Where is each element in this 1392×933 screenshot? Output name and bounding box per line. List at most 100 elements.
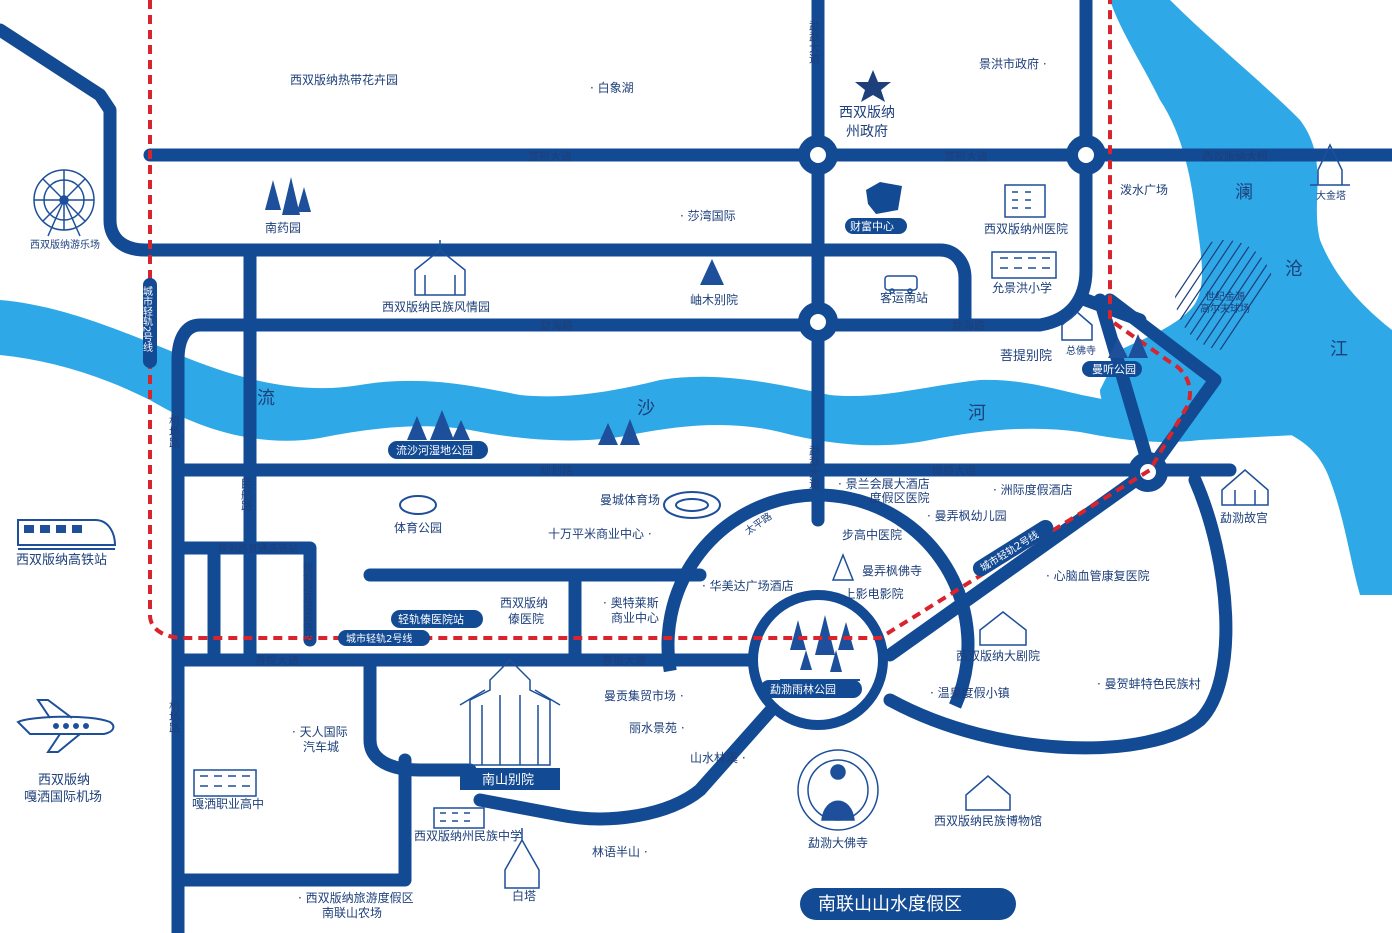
label-wenquan: · 温泉度假小镇 (930, 685, 1010, 700)
pagoda-icon (414, 143, 1350, 889)
rivers (0, 0, 1392, 595)
label-nanshan: 南山别院 (482, 772, 534, 788)
rail-label-b: 城市轻轨2号线 (346, 632, 412, 645)
label-vocational: 嘎洒职业高中 (192, 796, 264, 811)
label-bugao-hospital: 步高中医院 (842, 527, 902, 542)
road-ganlan-label: 橄榄大道 (932, 463, 976, 477)
rail-label-a: 城市轻轨2号线 (141, 286, 153, 353)
label-mangong: 曼贡集贸市场 · (604, 688, 684, 703)
label-manting: 曼听公园 (1092, 363, 1136, 376)
road-xuanwei-east-label: 宣慰大道 (944, 149, 988, 163)
label-pref-gov-1: 西双版纳 (839, 105, 895, 121)
label-tourism-1: · 西双版纳旅游度假区 (298, 890, 414, 905)
road-xuanwei-label: 宣慰大道 (528, 149, 572, 163)
label-mengle-palace: 勐泐故宫 (1220, 510, 1268, 525)
label-poshui: 泼水广场 (1120, 183, 1168, 197)
label-tropical-garden: 西双版纳热带花卉园 (290, 72, 398, 87)
label-manlong-temple: 曼弄枫佛寺 (862, 563, 922, 578)
river-liusha-3: 河 (968, 403, 986, 424)
liusha-river (0, 300, 1392, 446)
label-shanshui: 山水林溪 · (690, 751, 746, 765)
label-museum: 西双版纳民族博物馆 (934, 813, 1042, 828)
label-huameida: · 华美达广场酒店 (702, 579, 794, 593)
label-dajinta: 大金塔 (1316, 189, 1346, 202)
label-minzu-fengqing: 西双版纳民族风情园 (382, 300, 490, 314)
label-dujia-hospital: · 度假区医院 (862, 490, 930, 505)
road-puti-e-label: 菩提大道 (602, 653, 646, 667)
river-lancang-1: 澜 (1235, 182, 1253, 203)
road-gaotie-h-label: 规划路直通高铁站 (218, 542, 298, 555)
nanshan-banner (460, 768, 560, 790)
road-bridge-label: 西双版纳大桥 (1202, 149, 1268, 163)
road-menghai-ave-s-label: 勐勐大道 (808, 445, 821, 489)
label-golf-2: 高尔夫球场 (1200, 302, 1250, 315)
label-caifu: 财富中心 (850, 219, 894, 233)
label-baixiang-lake: · 白象湖 (590, 80, 634, 95)
label-tourism-2: 南联山农场 (322, 905, 382, 920)
label-keyun: 客运南站 (880, 290, 928, 305)
label-linyu: 林语半山 · (592, 845, 648, 859)
label-big-buddha: 勐泐大佛寺 (808, 836, 868, 850)
river-lancang-2: 沧 (1285, 259, 1303, 280)
bus-icon (884, 275, 918, 294)
label-nanyao: 南药园 (265, 220, 301, 235)
label-outlets-2: 商业中心 (611, 610, 659, 625)
lancang-river (1100, 0, 1392, 595)
rail-line-2 (148, 0, 1192, 640)
road-puti-w-label: 菩提大道 (255, 653, 299, 667)
label-baita: 白塔 (512, 888, 536, 903)
road-airport-s-label: 机场路 (168, 699, 181, 734)
label-golf-1: 世纪金源 (1205, 290, 1245, 303)
label-wetland: 流沙河湿地公园 (396, 443, 473, 457)
label-zongfosi: 总佛寺 (1066, 344, 1096, 357)
buddha-icon (797, 749, 879, 831)
label-high-speed-rail: 西双版纳高铁站 (16, 552, 107, 568)
nanshan-building-icon (459, 658, 561, 766)
label-grand-theater: 西双版纳大剧院 (956, 649, 1040, 663)
caifu-icon (866, 182, 902, 214)
label-puti-bieyuan: 菩提别院 (1000, 348, 1052, 364)
label-commercial: 十万平米商业中心 · (548, 526, 652, 541)
label-yunjing-school: 允景洪小学 (992, 280, 1052, 295)
label-hospital-pref: 西双版纳州医院 (984, 222, 1068, 236)
road-menghai-e-label: 勐海路 (952, 318, 985, 332)
label-rainforest-park: 勐泐雨林公园 (770, 682, 836, 696)
river-liusha-2: 沙 (637, 398, 655, 419)
label-zhouji-hotel: · 洲际度假酒店 (993, 482, 1073, 497)
label-city-gov: 景洪市政府 · (979, 56, 1047, 71)
label-shawan: · 莎湾国际 (680, 208, 736, 223)
label-dai-hospital-2: 傣医院 (508, 612, 544, 626)
label-airport-1: 西双版纳 (38, 773, 90, 788)
label-tianren-1: · 天人国际 (292, 725, 348, 739)
label-airport-2: 嘎洒国际机场 (24, 790, 102, 805)
label-amusement: 西双版纳游乐场 (30, 238, 100, 251)
stadium-icon (399, 491, 721, 519)
label-xiumu: 岫木别院 (690, 293, 738, 307)
label-jinglan: · 景兰会展大酒店 (838, 477, 930, 491)
road-menghai-ave-n-label: 勐勐大道 (808, 20, 821, 64)
label-manhe: · 曼贺蚌特色民族村 (1097, 676, 1201, 691)
label-shangying: · 上影电影院 (836, 587, 904, 601)
label-nanlian: 南联山山水度假区 (818, 894, 962, 915)
rainforest-park-ring (748, 590, 888, 730)
road-menghai-w-label: 勐海路 (540, 318, 573, 332)
label-manlong-kinder: · 曼弄枫幼儿园 (927, 508, 1007, 523)
label-mancheng-stadium: 曼城体育场 (600, 492, 660, 507)
road-gaotie-v-label: 规划路直通高铁站 (301, 561, 313, 643)
label-ethnic-middle: 西双版纳州民族中学 (414, 828, 522, 843)
label-tianren-2: 汽车城 (303, 739, 339, 754)
road-airport-n-label: 机场路 (168, 414, 181, 449)
label-light-rail-station: 轻轨傣医院站 (398, 612, 464, 626)
pills (388, 361, 1142, 698)
ferris-wheel-icon (33, 169, 95, 237)
label-dai-hospital-1: 西双版纳 (500, 596, 548, 610)
road-minhang-label: 民航路 (240, 478, 253, 512)
label-heart-hospital: · 心脑血管康复医院 (1046, 568, 1150, 583)
river-liusha-1: 流 (257, 388, 275, 409)
train-icon (17, 519, 117, 550)
tree-icon (265, 177, 1148, 445)
star-icon (855, 70, 891, 102)
river-lancang-3: 江 (1330, 339, 1348, 360)
nanlian-pill (800, 888, 1016, 920)
